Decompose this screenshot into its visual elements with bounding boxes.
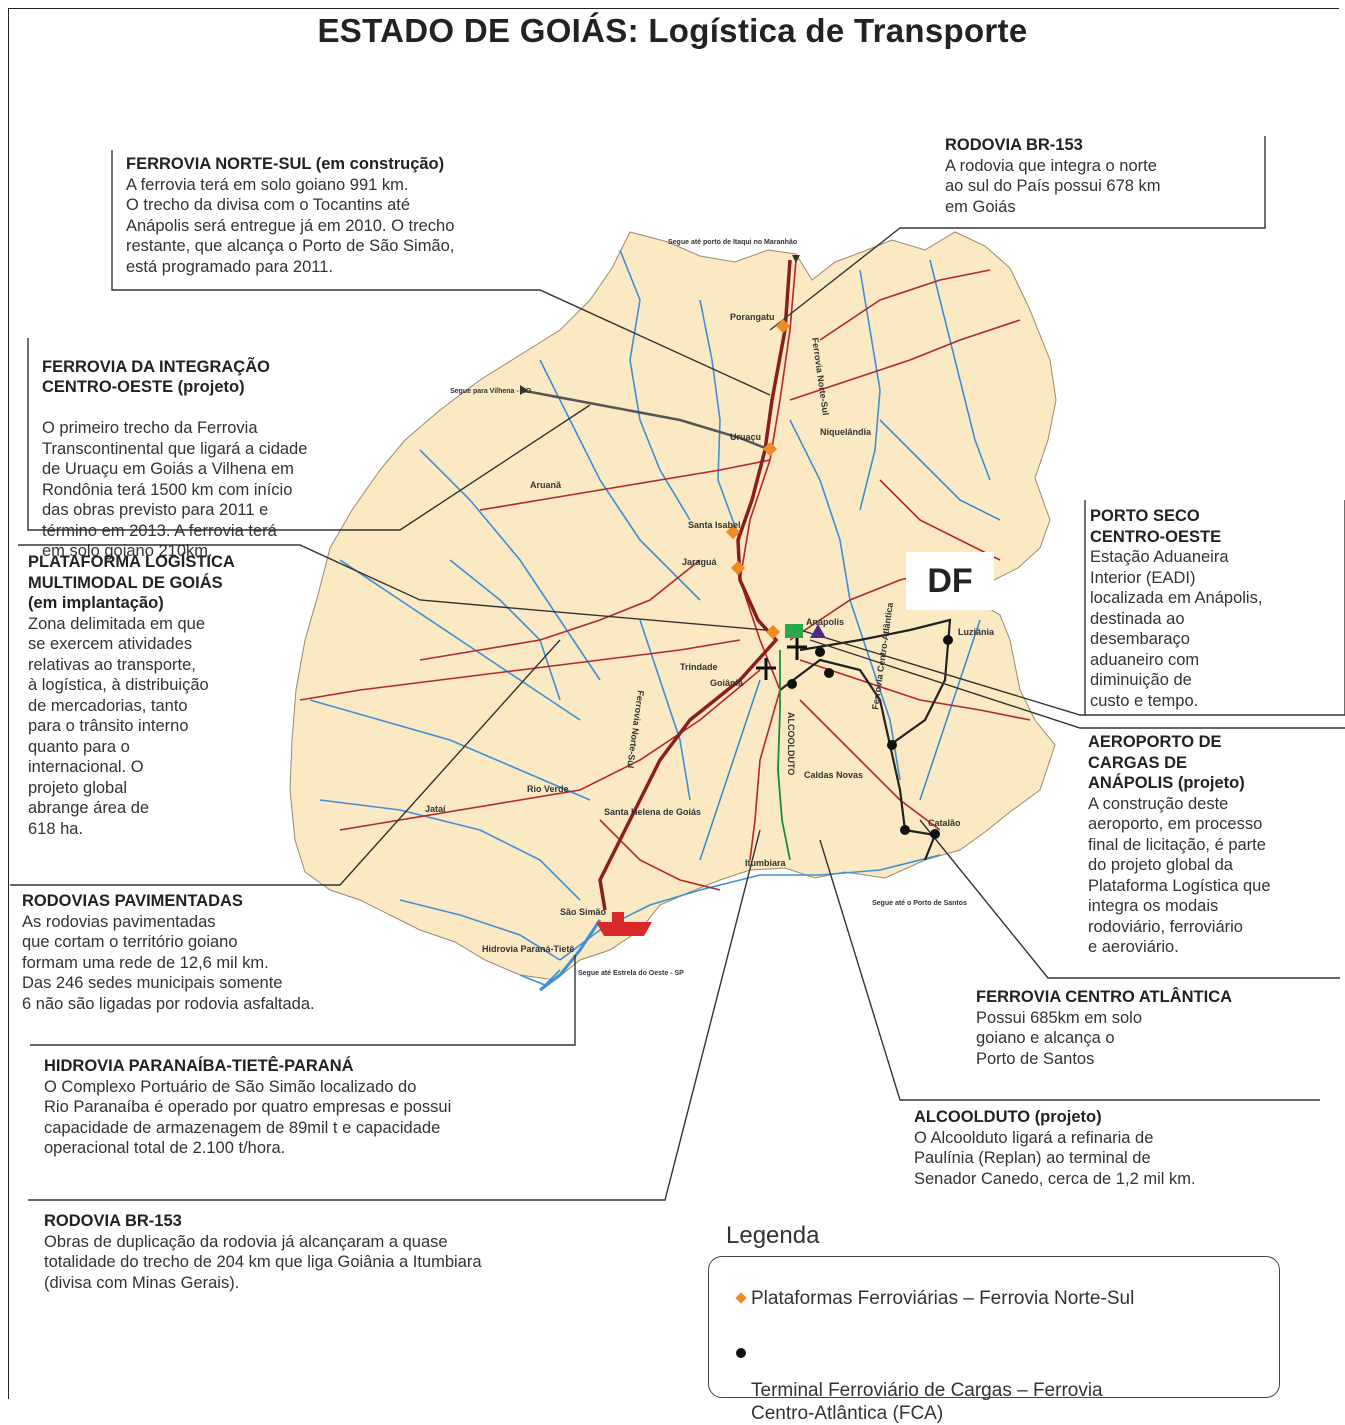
terminal-marker (900, 825, 910, 835)
callout-heading: HIDROVIA PARANAÍBA-TIETÊ-PARANÁ (44, 1057, 354, 1075)
callout-heading: RODOVIA BR-153 (44, 1212, 182, 1230)
city-label-catalao: Catalão (928, 818, 961, 828)
terminal-markers (787, 635, 953, 839)
city-label-rio-verde: Rio Verde (527, 784, 569, 794)
platform-marker (775, 318, 791, 334)
df-label: DF (906, 552, 994, 610)
arrow-icon (792, 255, 800, 263)
callout-body: O primeiro trecho da Ferrovia Transconti… (42, 419, 308, 560)
legend-item-label: Terminal Ferroviário de Cargas – Ferrovi… (751, 1380, 1103, 1424)
callout-heading: FERROVIA DA INTEGRAÇÃO CENTRO-OESTE (pro… (42, 357, 270, 397)
legend: Plataformas Ferroviárias – Ferrovia Nort… (708, 1256, 1280, 1424)
callout-plataforma-logistica: PLATAFORMA LOGÍSTICA MULTIMODAL DE GOIÁS… (28, 552, 235, 839)
page-frame (8, 8, 1339, 1399)
callout-alcoolduto: ALCOOLDUTO (projeto) O Alcoolduto ligará… (914, 1107, 1196, 1189)
platform-marker (725, 524, 741, 540)
callout-heading: RODOVIAS PAVIMENTADAS (22, 892, 243, 910)
hidrovia-line (539, 919, 602, 992)
arrow-icon (520, 385, 528, 395)
airplane-icon (756, 638, 807, 680)
callout-body: O Complexo Portuário de São Simão locali… (44, 1077, 452, 1158)
callout-body: Estação Aduaneira Interior (EADI) locali… (1090, 548, 1263, 710)
aeroporto-marker (810, 624, 826, 638)
callout-aeroporto: AEROPORTO DE CARGAS DE ANÁPOLIS (projeto… (1088, 732, 1271, 958)
orange-diamond-icon (735, 1292, 747, 1304)
callout-heading: AEROPORTO DE CARGAS DE ANÁPOLIS (projeto… (1088, 733, 1245, 792)
city-label-trindade: Trindade (680, 662, 718, 672)
callout-body: O Alcoolduto ligará a refinaria de Paulí… (914, 1128, 1196, 1188)
legend-item-label: Plataformas Ferroviárias – Ferrovia Nort… (751, 1288, 1135, 1309)
callout-rodovias-pavimentadas: RODOVIAS PAVIMENTADAS As rodovias pavime… (22, 891, 315, 1014)
callout-body: A ferrovia terá em solo goiano 991 km. O… (126, 175, 455, 276)
callout-heading: PLATAFORMA LOGÍSTICA MULTIMODAL DE GOIÁS… (28, 553, 235, 612)
ferrovia-fca-branch (799, 618, 952, 746)
porto-seco-marker (785, 624, 803, 638)
terminal-marker (930, 829, 940, 839)
callout-body: A construção deste aeroporto, em process… (1088, 794, 1271, 957)
callout-rodovia-br153-south: RODOVIA BR-153 Obras de duplicação da ro… (44, 1211, 482, 1293)
city-label-porangatu: Porangatu (730, 312, 775, 322)
barge-icon (596, 912, 652, 936)
callout-ferrovia-centro-atlantica: FERROVIA CENTRO ATLÂNTICA Possui 685km e… (976, 987, 1232, 1069)
platform-marker (765, 624, 781, 640)
city-label-uruacu: Uruaçu (730, 432, 761, 442)
terminal-marker (887, 740, 897, 750)
city-label-niquelandia: Niquelândia (820, 427, 872, 437)
note-itaqui: Segue até porto de Itaqui no Maranhão (668, 239, 797, 246)
callout-ferrovia-norte-sul: FERROVIA NORTE-SUL (em construção) A fer… (126, 154, 454, 277)
city-label-goiania: Goiânia (710, 678, 744, 688)
terminal-marker (943, 635, 953, 645)
callout-body: A rodovia que integra o norte ao sul do … (945, 156, 1161, 216)
page-title: ESTADO DE GOIÁS: Logística de Transporte (317, 12, 1028, 49)
alcoolduto-map-label: ALCOOLDUTO (786, 712, 796, 775)
alcoolduto-line (777, 650, 791, 861)
city-label-caldas-novas: Caldas Novas (804, 770, 863, 780)
callout-body: Possui 685km em solo goiano e alcança o … (976, 1008, 1142, 1068)
city-label-jatai: Jataí (425, 804, 446, 814)
platform-marker (730, 560, 746, 576)
callout-heading: ALCOOLDUTO (projeto) (914, 1108, 1102, 1126)
terminal-marker (815, 647, 825, 657)
hidrovia-map-label: Hidrovia Paraná-Tietê (482, 944, 574, 954)
note-estrela: Segue até Estrela do Oeste - SP (578, 970, 684, 977)
city-label-santa-isabel: Santa Isabel (688, 520, 741, 530)
terminal-marker (824, 668, 834, 678)
callout-hidrovia: HIDROVIA PARANAÍBA-TIETÊ-PARANÁ O Comple… (44, 1056, 451, 1159)
terminal-marker (787, 679, 797, 689)
black-dot-icon (736, 1348, 746, 1358)
legend-title: Legenda (726, 1222, 820, 1249)
platform-marker (762, 441, 778, 457)
callout-heading: FERROVIA NORTE-SUL (em construção) (126, 155, 445, 173)
callout-heading: PORTO SECO CENTRO-OESTE (1090, 507, 1222, 546)
note-santos: Segue até o Porto de Santos (872, 900, 967, 907)
callout-leaders (10, 136, 1345, 1201)
callout-body: As rodovias pavimentadas que cortam o te… (22, 912, 315, 1013)
callout-ferrovia-integracao: FERROVIA DA INTEGRAÇÃO CENTRO-OESTE (pro… (42, 336, 307, 582)
city-label-itumbiara: Itumbiara (745, 858, 787, 868)
city-label-sao-simao: São Simão (560, 907, 607, 917)
city-label-anapolis: Anápolis (806, 617, 844, 627)
legend-item-platform: Plataformas Ferroviárias – Ferrovia Nort… (735, 1287, 1135, 1310)
state-outline (289, 231, 1057, 981)
callout-porto-seco: PORTO SECO CENTRO-OESTE Estação Aduaneir… (1090, 506, 1262, 711)
legend-item-terminal: Terminal Ferroviário de Cargas – Ferrovi… (736, 1333, 1103, 1425)
callout-heading: RODOVIA BR-153 (945, 136, 1083, 154)
city-label-aruana: Aruanã (530, 480, 562, 490)
platform-markers (725, 318, 791, 640)
ferrovia-norte-sul-line (598, 259, 792, 911)
city-label-luziania: Luziânia (958, 627, 995, 637)
callout-heading: FERROVIA CENTRO ATLÂNTICA (976, 988, 1233, 1006)
city-label-jaragua: Jaraguá (682, 557, 718, 567)
ferrovia-integracao-line (519, 388, 771, 452)
callout-body: Zona delimitada em que se exercem ativid… (28, 614, 209, 838)
note-vilhena: Segue para Vilhena - RO (450, 388, 532, 395)
callout-rodovia-br153-north: RODOVIA BR-153 A rodovia que integra o n… (945, 135, 1161, 217)
city-label-santa-helena: Santa Helena de Goiás (604, 807, 701, 817)
roads (299, 259, 1031, 891)
callout-body: Obras de duplicação da rodovia já alcanç… (44, 1232, 482, 1292)
